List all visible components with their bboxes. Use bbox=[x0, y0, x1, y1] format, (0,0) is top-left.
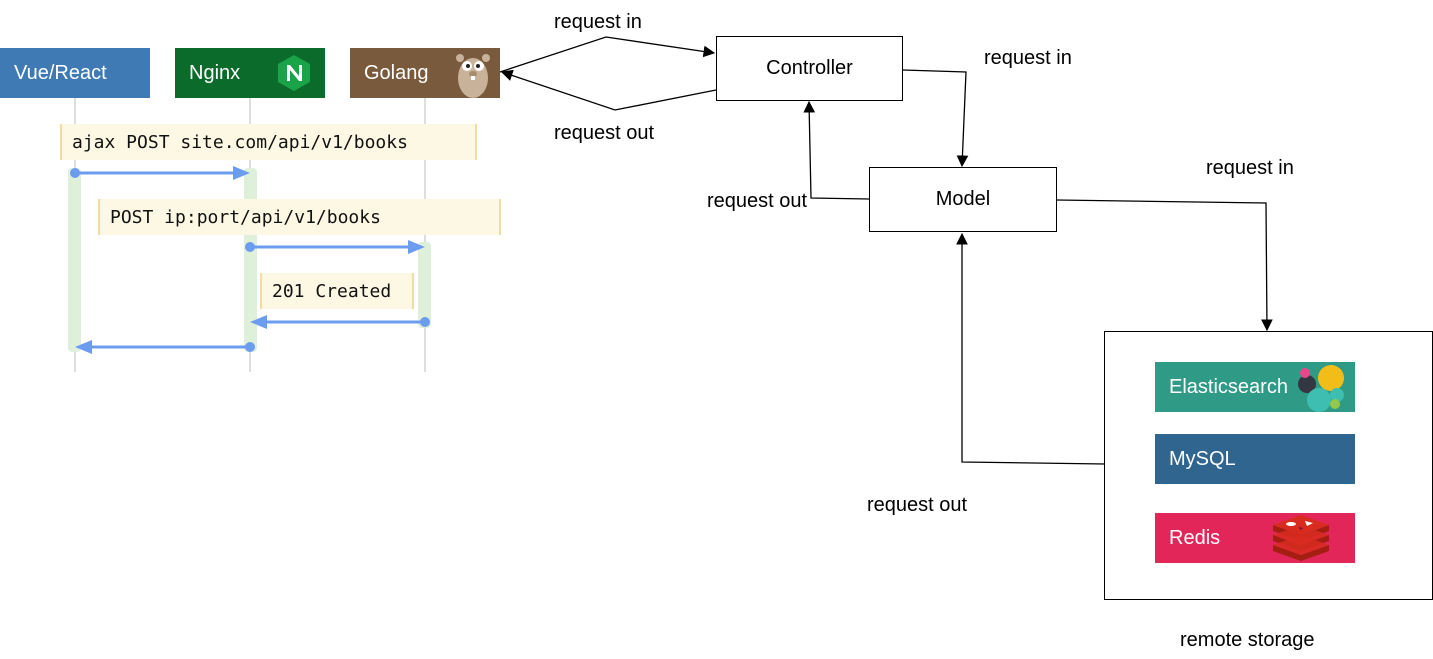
label-storage-to-model: request out bbox=[867, 494, 968, 516]
controller-label: Controller bbox=[766, 57, 853, 79]
edge-controller-to-golang bbox=[500, 69, 717, 111]
label-controller-to-model: request in bbox=[984, 47, 1072, 69]
storage-mysql: MySQL bbox=[1155, 434, 1355, 484]
controller-box: Controller bbox=[716, 36, 903, 101]
actor-nginx: Nginx bbox=[175, 48, 325, 98]
storage-elasticsearch: Elasticsearch bbox=[1155, 362, 1355, 412]
edge-golang-to-controller bbox=[499, 36, 716, 73]
note-201-created-text: 201 Created bbox=[272, 280, 392, 302]
label-model-to-storage: request in bbox=[1206, 157, 1294, 179]
edge-storage-to-model bbox=[956, 232, 1106, 465]
message-response bbox=[75, 340, 255, 354]
label-model-to-controller: request out bbox=[707, 190, 808, 212]
actor-golang: Golang bbox=[350, 48, 500, 98]
model-label: Model bbox=[935, 188, 991, 210]
storage-mysql-label: MySQL bbox=[1169, 447, 1236, 470]
storage-elasticsearch-label: Elasticsearch bbox=[1169, 375, 1288, 398]
nginx-logo-icon bbox=[278, 55, 310, 91]
activation-vue bbox=[68, 168, 81, 352]
message-ajax-post bbox=[70, 166, 250, 180]
elasticsearch-logo-icon bbox=[1298, 365, 1344, 412]
actor-golang-label: Golang bbox=[364, 61, 429, 84]
edge-model-to-controller bbox=[803, 100, 870, 200]
actor-nginx-label: Nginx bbox=[189, 61, 241, 84]
gopher-icon bbox=[456, 54, 490, 98]
label-golang-to-controller: request in bbox=[554, 11, 642, 33]
message-201-created bbox=[250, 315, 430, 329]
activation-golang bbox=[418, 242, 431, 328]
note-post-text: POST ip:port/api/v1/books bbox=[110, 206, 381, 228]
model-box: Model bbox=[869, 167, 1057, 232]
actor-vue-react-label: Vue/React bbox=[14, 61, 107, 84]
edge-model-to-storage bbox=[1056, 199, 1273, 332]
edge-controller-to-model bbox=[902, 69, 969, 168]
note-201-created: 201 Created bbox=[260, 273, 414, 309]
label-controller-to-golang: request out bbox=[554, 122, 655, 144]
note-ajax-post: ajax POST site.com/api/v1/books bbox=[60, 124, 477, 160]
note-ajax-post-text: ajax POST site.com/api/v1/books bbox=[72, 131, 408, 153]
actor-vue-react: Vue/React bbox=[0, 48, 150, 98]
remote-storage-caption: remote storage bbox=[1180, 629, 1315, 651]
storage-redis: Redis bbox=[1155, 513, 1355, 563]
redis-logo-icon bbox=[1273, 515, 1329, 561]
message-post bbox=[245, 240, 425, 254]
storage-redis-label: Redis bbox=[1169, 526, 1221, 549]
note-post: POST ip:port/api/v1/books bbox=[98, 199, 501, 235]
